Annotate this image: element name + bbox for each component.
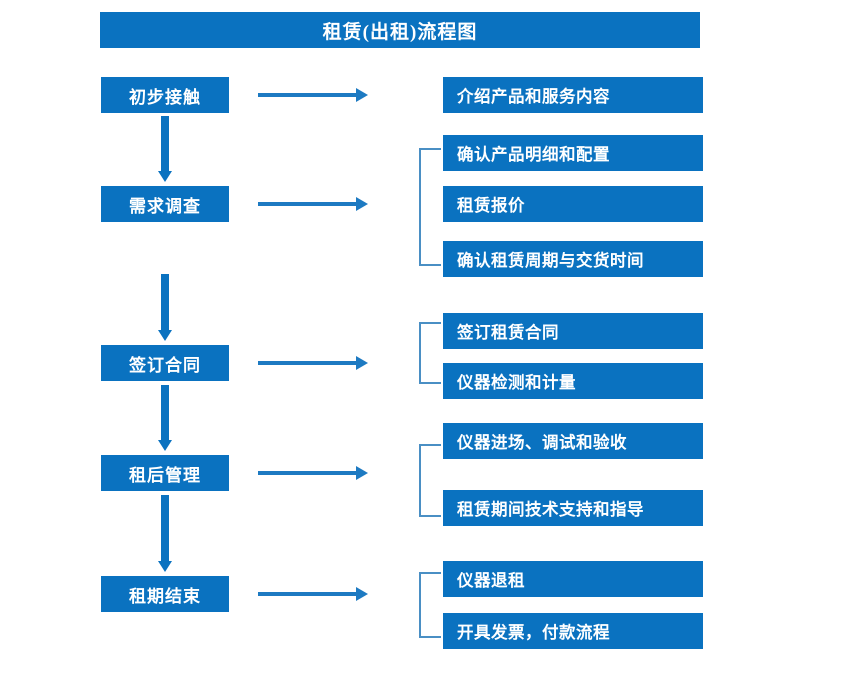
arrow-head-icon (356, 466, 368, 480)
vertical-arrow-4-to-5 (158, 495, 172, 572)
bracket-group-3 (419, 322, 441, 384)
arrow-shaft (258, 361, 356, 365)
stage-box-1[interactable]: 初步接触 (101, 77, 229, 113)
arrow-head-icon (158, 330, 172, 341)
horizontal-arrow-stage-4 (258, 466, 368, 480)
detail-box-5-1[interactable]: 仪器退租 (443, 561, 703, 597)
arrow-head-icon (158, 561, 172, 572)
bracket-group-5 (419, 572, 441, 638)
stage-box-4[interactable]: 租后管理 (101, 455, 229, 491)
arrow-shaft (258, 93, 356, 97)
detail-box-4-2[interactable]: 租赁期间技术支持和指导 (443, 490, 703, 526)
arrow-shaft (161, 495, 169, 561)
horizontal-arrow-stage-2 (258, 197, 368, 211)
detail-box-5-2[interactable]: 开具发票，付款流程 (443, 613, 703, 649)
horizontal-arrow-stage-1 (258, 88, 368, 102)
stage-box-3[interactable]: 签订合同 (101, 345, 229, 381)
flowchart-title: 租赁(出租)流程图 (100, 12, 700, 48)
arrow-shaft (161, 274, 169, 330)
horizontal-arrow-stage-5 (258, 587, 368, 601)
arrow-head-icon (356, 88, 368, 102)
detail-box-3-2[interactable]: 仪器检测和计量 (443, 363, 703, 399)
vertical-arrow-1-to-2 (158, 116, 172, 182)
detail-box-2-3[interactable]: 确认租赁周期与交货时间 (443, 241, 703, 277)
arrow-head-icon (356, 197, 368, 211)
stage-box-2[interactable]: 需求调查 (101, 186, 229, 222)
bracket-group-4 (419, 444, 441, 517)
arrow-shaft (258, 471, 356, 475)
vertical-arrow-3-to-4 (158, 385, 172, 451)
arrow-head-icon (158, 171, 172, 182)
arrow-shaft (161, 385, 169, 440)
horizontal-arrow-stage-3 (258, 356, 368, 370)
detail-box-4-1[interactable]: 仪器进场、调试和验收 (443, 423, 703, 459)
arrow-shaft (258, 202, 356, 206)
vertical-arrow-2-to-3 (158, 274, 172, 341)
arrow-head-icon (158, 440, 172, 451)
arrow-shaft (258, 592, 356, 596)
detail-box-2-1[interactable]: 确认产品明细和配置 (443, 135, 703, 171)
arrow-shaft (161, 116, 169, 171)
detail-box-2-2[interactable]: 租赁报价 (443, 186, 703, 222)
stage-box-5[interactable]: 租期结束 (101, 576, 229, 612)
detail-box-1-1[interactable]: 介绍产品和服务内容 (443, 77, 703, 113)
bracket-group-2 (419, 148, 441, 266)
arrow-head-icon (356, 587, 368, 601)
detail-box-3-1[interactable]: 签订租赁合同 (443, 313, 703, 349)
arrow-head-icon (356, 356, 368, 370)
